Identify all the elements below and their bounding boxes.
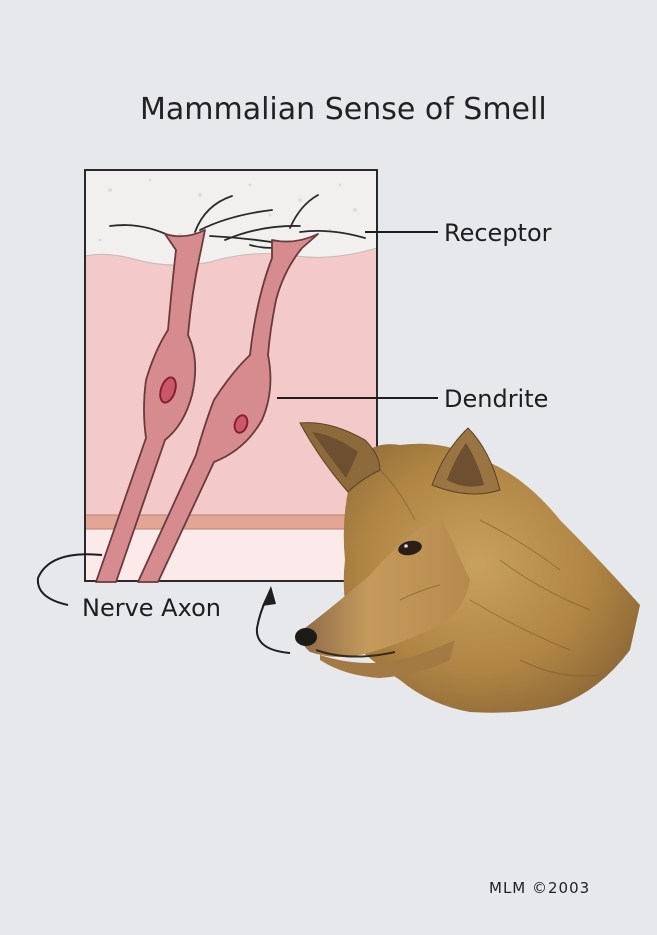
nerve-axon-label: Nerve Axon	[82, 594, 221, 622]
copyright-credit: MLM ©2003	[489, 879, 590, 897]
diagram-title: Mammalian Sense of Smell	[140, 92, 547, 127]
nostril-arrow	[257, 600, 290, 653]
receptor-label: Receptor	[444, 219, 552, 247]
dog-nose	[295, 628, 317, 646]
dog-head-illustration	[295, 423, 640, 713]
nostril-arrow-head	[262, 586, 276, 606]
dog-eye-highlight	[404, 544, 408, 548]
dendrite-label: Dendrite	[444, 385, 548, 413]
